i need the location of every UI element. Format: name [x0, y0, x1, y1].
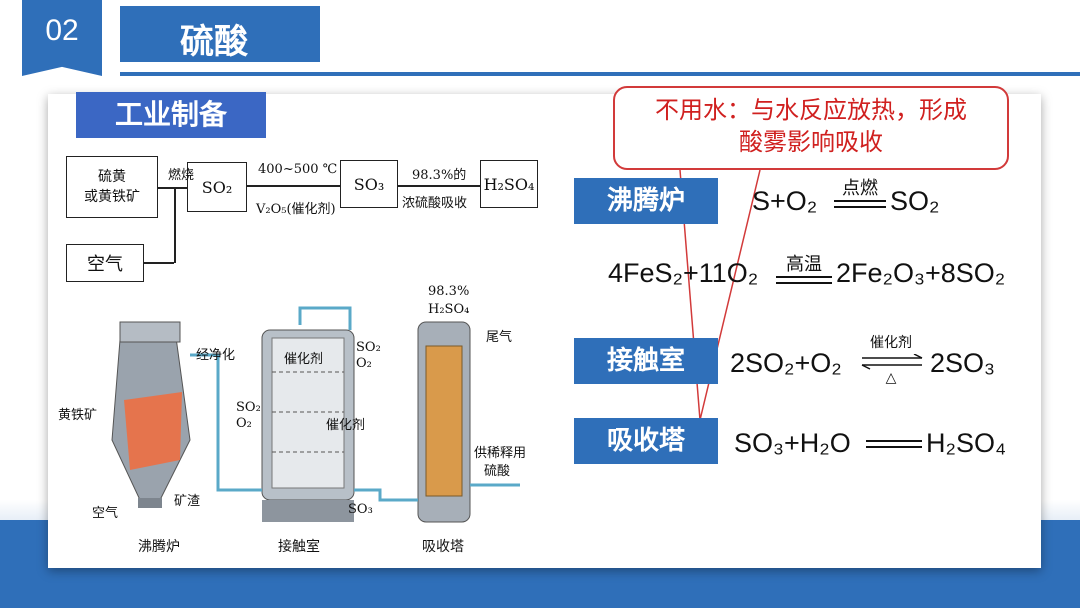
eq1-right: SO₂	[890, 186, 940, 216]
catalyst-top-label: 催化剂	[284, 352, 324, 367]
eq3-right: 2SO₃	[930, 348, 996, 378]
eq1-condition: 点燃	[842, 178, 878, 199]
h2so4-box: H₂SO₄	[480, 160, 538, 208]
so2-label: SO₂	[236, 400, 261, 415]
eq1-sign-line	[834, 200, 886, 202]
contact-name-label: 接触室	[278, 539, 320, 555]
flow-arrow	[398, 185, 480, 187]
so2-top-label: SO₂	[356, 340, 381, 355]
furnace-name-label: 沸腾炉	[138, 539, 180, 555]
eq2-left: 4FeS₂+11O₂	[608, 258, 759, 288]
slag-label: 矿渣	[174, 494, 201, 509]
eq3-condition-top: 催化剂	[870, 335, 912, 351]
eq3-condition-bottom: △	[885, 370, 897, 386]
tag-boiling-furnace: 沸腾炉	[574, 178, 718, 224]
contact-chamber-illustration	[261, 329, 355, 522]
o2-top-label: O₂	[356, 356, 372, 371]
boiling-furnace-illustration	[111, 321, 191, 508]
so2-box: SO₂	[187, 162, 247, 212]
tag-contact-chamber: 接触室	[574, 338, 718, 384]
callout-line-2: 酸雾影响吸收	[739, 128, 883, 156]
eq4-left: SO₃+H₂O	[734, 428, 851, 458]
so3-label: SO₃	[348, 502, 373, 517]
pyrite-label: 黄铁矿	[58, 408, 98, 423]
flow-arrow	[158, 187, 187, 189]
so3-box: SO₃	[340, 160, 398, 208]
conc-label-bottom: 浓硫酸吸收	[402, 196, 468, 211]
flow-line	[174, 187, 176, 263]
dilute-acid-label: 硫酸	[484, 464, 511, 479]
eq3-left: 2SO₂+O₂	[730, 348, 842, 378]
flow-line	[144, 262, 174, 264]
tag-absorption-tower: 吸收塔	[574, 418, 718, 464]
dilute-label: 供稀释用	[474, 446, 527, 461]
eq2-sign-line	[776, 282, 832, 284]
section-number-tab	[22, 0, 102, 76]
eq2-condition: 高温	[786, 254, 822, 275]
eq1-sign-line	[834, 206, 886, 208]
air-box: 空气	[66, 244, 144, 282]
eq2-right: 2Fe₂O₃+8SO₂	[836, 258, 1006, 288]
header-rule	[120, 72, 1080, 76]
temp-label: 400~500 ℃	[258, 162, 338, 177]
eq2-sign-line	[776, 276, 832, 278]
air-in-label: 空气	[92, 506, 119, 521]
section-tag: 工业制备	[76, 92, 266, 138]
tail-gas-label: 尾气	[486, 330, 513, 345]
catalyst-label: V₂O₅(催化剂)	[256, 202, 336, 217]
pipes	[190, 306, 520, 502]
absorption-tower-illustration	[417, 321, 471, 523]
acid-top-formula-label: H₂SO₄	[428, 302, 470, 317]
eq4-sign-line	[866, 440, 922, 442]
tower-name-label: 吸收塔	[422, 539, 464, 555]
catalyst-mid-label: 催化剂	[326, 418, 366, 433]
eq4-right: H₂SO₄	[926, 428, 1007, 458]
section-number: 02	[45, 14, 79, 47]
reversible-arrow-icon	[861, 354, 923, 370]
callout-text: 不用水：与水反应放热，形成 酸雾影响吸收	[613, 94, 1009, 158]
callout-box	[613, 86, 1009, 170]
page-title: 硫酸	[180, 22, 248, 62]
eq1-left: S+O₂	[752, 186, 818, 216]
burn-label: 燃烧	[168, 168, 195, 183]
raw-material-box: 硫黄 或黄铁矿	[66, 156, 158, 218]
eq4-sign-line	[866, 446, 922, 448]
title-banner	[120, 6, 320, 66]
flow-arrow	[247, 185, 340, 187]
acid-top-pct-label: 98.3%	[428, 284, 470, 299]
o2-label: O₂	[236, 416, 252, 431]
conc-label-top: 98.3%的	[412, 168, 467, 183]
purify-label: 经净化	[196, 348, 236, 363]
callout-line-1: 不用水：与水反应放热，形成	[655, 96, 967, 124]
